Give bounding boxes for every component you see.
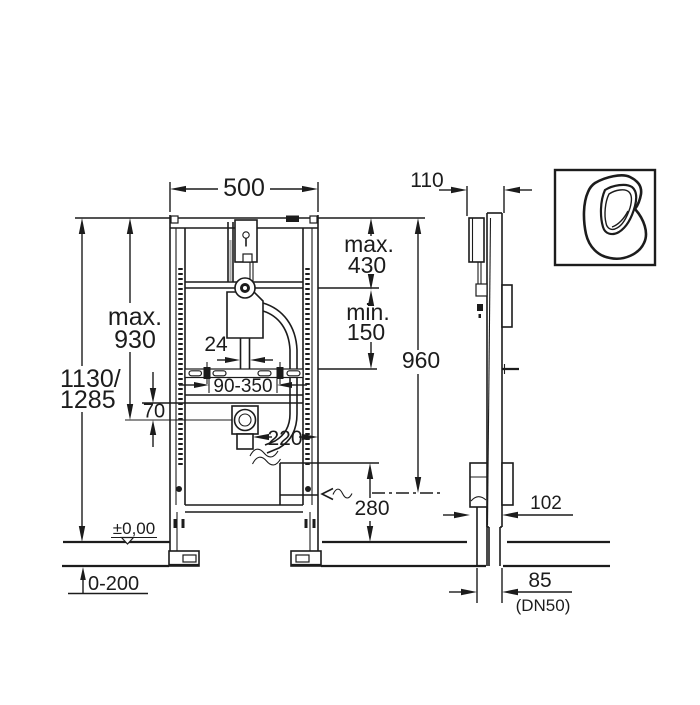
dim-inlet-min-prefix: min. bbox=[346, 299, 389, 325]
dim-flush-pipe-width-label: 24 bbox=[204, 333, 228, 356]
drain-assembly bbox=[125, 405, 353, 505]
dim-frame-width-label: 500 bbox=[223, 174, 265, 202]
floor-level-label: ±0,00 bbox=[113, 519, 155, 538]
front-view: 500 1130/ 1285 max. 930 max. 430 bbox=[60, 174, 610, 595]
dim-flush-pipe-width: 24 bbox=[204, 333, 273, 363]
dim-inlet-min: min. 150 bbox=[346, 290, 390, 369]
dim-foot-adjust-label: 0-200 bbox=[88, 573, 139, 595]
dim-valve-max-height: max. 930 bbox=[108, 218, 162, 420]
dim-drain-wall-distance: 85 (DN50) bbox=[449, 568, 572, 615]
dim-bracket-depth: 102 bbox=[443, 493, 573, 519]
flush-control-unit bbox=[227, 219, 258, 282]
level-triangle-icon bbox=[120, 536, 135, 545]
dim-valve-drop-label: 70 bbox=[143, 401, 165, 423]
flush-pipe bbox=[249, 302, 298, 466]
dim-valve-drop: 70 bbox=[143, 372, 165, 447]
dim-drain-offset-label: 220 bbox=[267, 427, 302, 450]
dim-drain-height-label: 280 bbox=[354, 497, 389, 520]
dim-overall-height-label-1: 1130/ bbox=[60, 365, 121, 393]
product-icon-box bbox=[553, 168, 657, 267]
dim-actuator-max: max. 430 bbox=[344, 218, 394, 290]
dim-actuator-max-prefix: max. bbox=[344, 231, 394, 257]
dim-valve-max-value: 930 bbox=[114, 326, 156, 354]
dim-valve-max-prefix: max. bbox=[108, 303, 162, 331]
dim-actuator-max-value: 430 bbox=[348, 252, 386, 278]
dim-inlet-min-value: 150 bbox=[347, 319, 385, 345]
dim-depth-label: 110 bbox=[410, 169, 443, 192]
frame-rails bbox=[169, 215, 319, 551]
extension-lines bbox=[142, 182, 442, 494]
dim-overall-height: 1130/ 1285 bbox=[60, 218, 121, 542]
dim-bracket-depth-label: 102 bbox=[530, 493, 562, 514]
dim-drain-height: 280 bbox=[354, 463, 390, 542]
floor-level-marker: ±0,00 bbox=[111, 519, 157, 545]
dim-drain-wall-label: 85 bbox=[528, 569, 551, 592]
reference-lines bbox=[62, 217, 610, 568]
flush-valve bbox=[226, 277, 264, 369]
drain-direction-icon bbox=[320, 487, 334, 501]
dim-drain-size-label: (DN50) bbox=[516, 596, 571, 615]
mounting-rail bbox=[184, 362, 304, 393]
dim-fixing-range: 90-350 bbox=[179, 376, 307, 397]
dim-ceramic-height-label: 960 bbox=[402, 347, 440, 373]
dim-frame-width: 500 bbox=[170, 174, 318, 202]
dim-fixing-range-label: 90-350 bbox=[213, 376, 272, 397]
side-view: 110 102 85 (DN50) bbox=[410, 169, 573, 615]
dim-overall-height-label-2: 1285 bbox=[60, 386, 116, 414]
urinal-icon bbox=[582, 174, 648, 260]
dim-foot-adjust: 0-200 bbox=[68, 567, 148, 595]
dim-ceramic-height: 960 bbox=[402, 218, 440, 493]
dim-drain-offset: 220 bbox=[253, 427, 318, 450]
side-frame bbox=[468, 212, 519, 566]
dim-depth: 110 bbox=[410, 169, 532, 216]
wave-icon bbox=[332, 488, 353, 499]
adjustable-feet bbox=[168, 486, 322, 567]
